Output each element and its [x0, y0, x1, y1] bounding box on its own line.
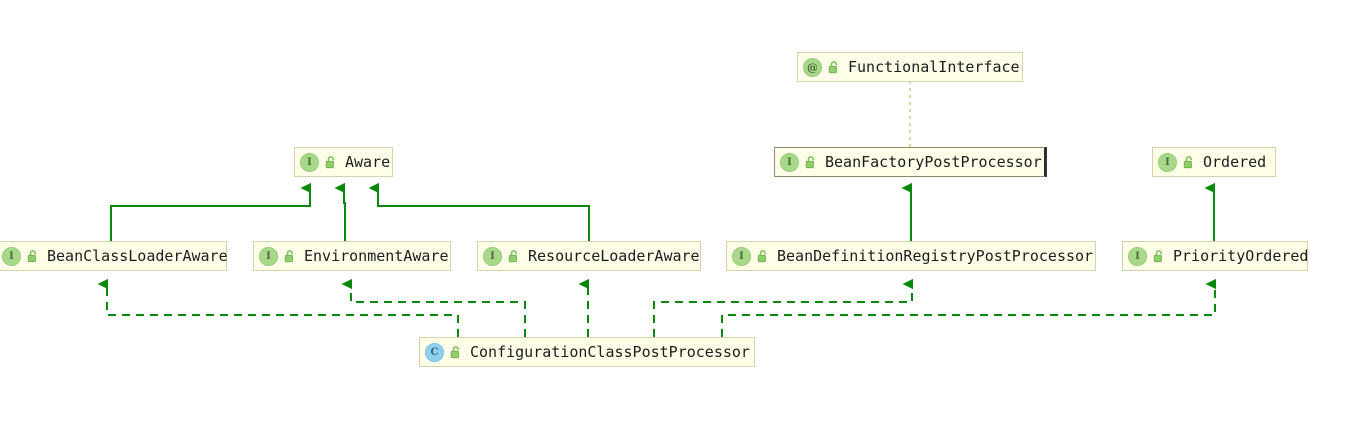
node-label: FunctionalInterface	[848, 58, 1020, 76]
interface-icon: I	[483, 246, 502, 266]
unlocked-padlock-icon	[27, 249, 36, 262]
node-configuration-class-post-processor[interactable]: C ConfigurationClassPostProcessor	[419, 337, 755, 367]
interface-icon: I	[259, 246, 278, 266]
node-functional-interface[interactable]: @ FunctionalInterface	[797, 52, 1023, 82]
interface-icon: I	[300, 152, 319, 172]
interface-icon: I	[2, 246, 21, 266]
class-icon: C	[425, 342, 444, 362]
node-resource-loader-aware[interactable]: I ResourceLoaderAware	[477, 241, 701, 271]
interface-icon: I	[732, 246, 751, 266]
unlocked-padlock-icon	[284, 249, 293, 262]
edge-environmentaware-aware	[334, 182, 346, 241]
edge-configurationclasspostprocessor-priorityordered	[721, 278, 1216, 337]
unlocked-padlock-icon	[450, 345, 459, 358]
node-label: BeanClassLoaderAware	[47, 247, 228, 265]
node-label: BeanFactoryPostProcessor	[825, 153, 1042, 171]
interface-icon: I	[1158, 152, 1177, 172]
node-label: Ordered	[1203, 153, 1267, 171]
node-aware[interactable]: I Aware	[294, 147, 393, 177]
unlocked-padlock-icon	[757, 249, 766, 262]
node-bean-factory-post-processor[interactable]: I BeanFactoryPostProcessor	[774, 147, 1046, 177]
node-priority-ordered[interactable]: I PriorityOrdered	[1122, 241, 1308, 271]
unlocked-padlock-icon	[1153, 249, 1162, 262]
node-environment-aware[interactable]: I EnvironmentAware	[253, 241, 451, 271]
unlocked-padlock-icon	[828, 60, 837, 73]
edge-resourceloaderaware-aware	[368, 182, 590, 241]
edge-configurationclasspostprocessor-beandefinitionregistrypostprocessor	[653, 278, 913, 337]
unlocked-padlock-icon	[508, 249, 517, 262]
unlocked-padlock-icon	[1183, 155, 1192, 168]
interface-icon: I	[1128, 246, 1147, 266]
unlocked-padlock-icon	[325, 155, 334, 168]
edge-configurationclasspostprocessor-beanclassloaderaware	[97, 278, 459, 337]
node-bean-definition-registry-post-processor[interactable]: I BeanDefinitionRegistryPostProcessor	[726, 241, 1096, 271]
annotation-icon: @	[803, 57, 822, 77]
node-label: BeanDefinitionRegistryPostProcessor	[777, 247, 1094, 265]
edge-beanclassloaderaware-aware	[110, 182, 311, 241]
interface-icon: I	[780, 152, 799, 172]
node-label: PriorityOrdered	[1173, 247, 1309, 265]
node-label: ConfigurationClassPostProcessor	[470, 343, 750, 361]
node-label: EnvironmentAware	[304, 247, 449, 265]
node-ordered[interactable]: I Ordered	[1152, 147, 1276, 177]
node-bean-class-loader-aware[interactable]: I BeanClassLoaderAware	[0, 241, 228, 271]
node-label: Aware	[345, 153, 391, 171]
unlocked-padlock-icon	[805, 155, 814, 168]
node-label: ResourceLoaderAware	[528, 247, 700, 265]
edge-configurationclasspostprocessor-environmentaware	[341, 278, 526, 337]
